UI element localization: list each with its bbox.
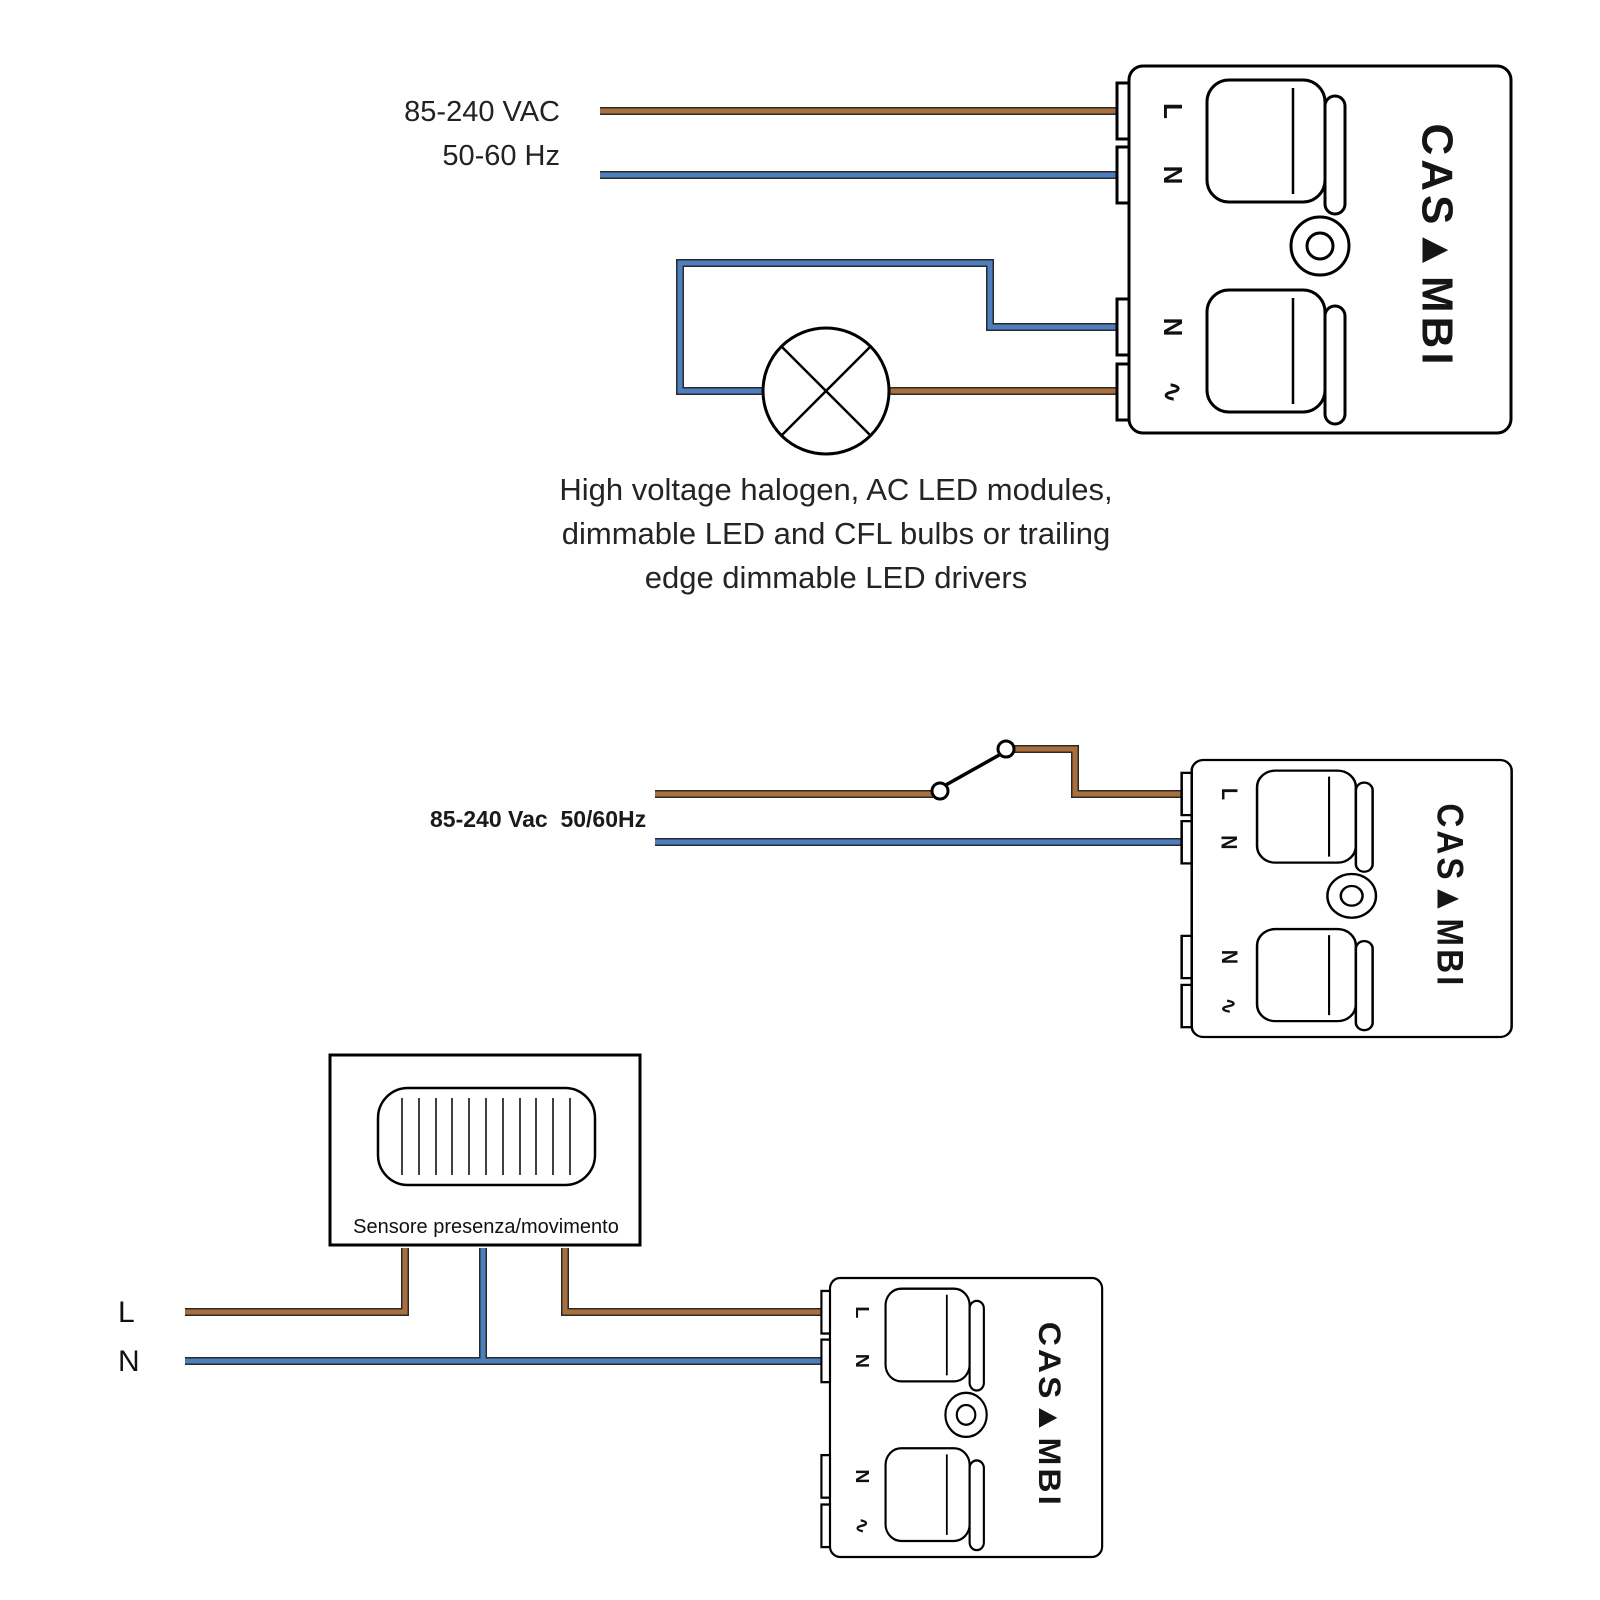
wall-switch-symbol bbox=[930, 739, 1016, 801]
lamp-symbol bbox=[761, 326, 891, 456]
wire-sensor-to-device bbox=[562, 1248, 835, 1315]
wire-outline bbox=[1014, 745, 1195, 798]
wire-outline bbox=[185, 1248, 409, 1316]
mains-voltage-label: 85-240 VAC bbox=[404, 96, 560, 128]
wire-outline bbox=[561, 1248, 835, 1316]
load-caption-line2: dimmable LED and CFL bulbs or trailing bbox=[562, 516, 1111, 551]
wire-neutral-loop-to-lamp bbox=[677, 260, 1135, 394]
switch-contact-lower bbox=[930, 781, 950, 801]
wire-switch-to-device bbox=[1014, 746, 1195, 797]
mains-frequency-label: 50-60 Hz bbox=[442, 140, 560, 172]
neutral-wires-blue bbox=[185, 172, 1195, 1364]
load-caption-line1: High voltage halogen, AC LED modules, bbox=[559, 472, 1112, 507]
sensor-box bbox=[328, 1053, 642, 1247]
wire-live-to-sensor bbox=[185, 1248, 408, 1315]
neutral-terminal-label: N bbox=[118, 1345, 140, 1378]
casambi-device-bottom bbox=[820, 1276, 1104, 1559]
casambi-device-top bbox=[1115, 64, 1513, 435]
switch-blade bbox=[943, 752, 1002, 788]
line-terminal-label: L bbox=[118, 1296, 135, 1329]
sensor-lens bbox=[376, 1086, 597, 1187]
live-wires-brown bbox=[185, 108, 1195, 1315]
presence-sensor: Sensore presenza/movimento bbox=[328, 1053, 642, 1247]
switch-contact-upper bbox=[996, 739, 1016, 759]
lamp-cross-line bbox=[780, 345, 872, 437]
middle-power-label: 85-240 Vac 50/60Hz bbox=[430, 806, 646, 832]
sensor-label: Sensore presenza/movimento bbox=[353, 1216, 619, 1238]
sensor-lens-hatching bbox=[401, 1098, 571, 1175]
load-caption-line3: edge dimmable LED drivers bbox=[645, 560, 1028, 595]
casambi-device-middle bbox=[1180, 758, 1513, 1039]
